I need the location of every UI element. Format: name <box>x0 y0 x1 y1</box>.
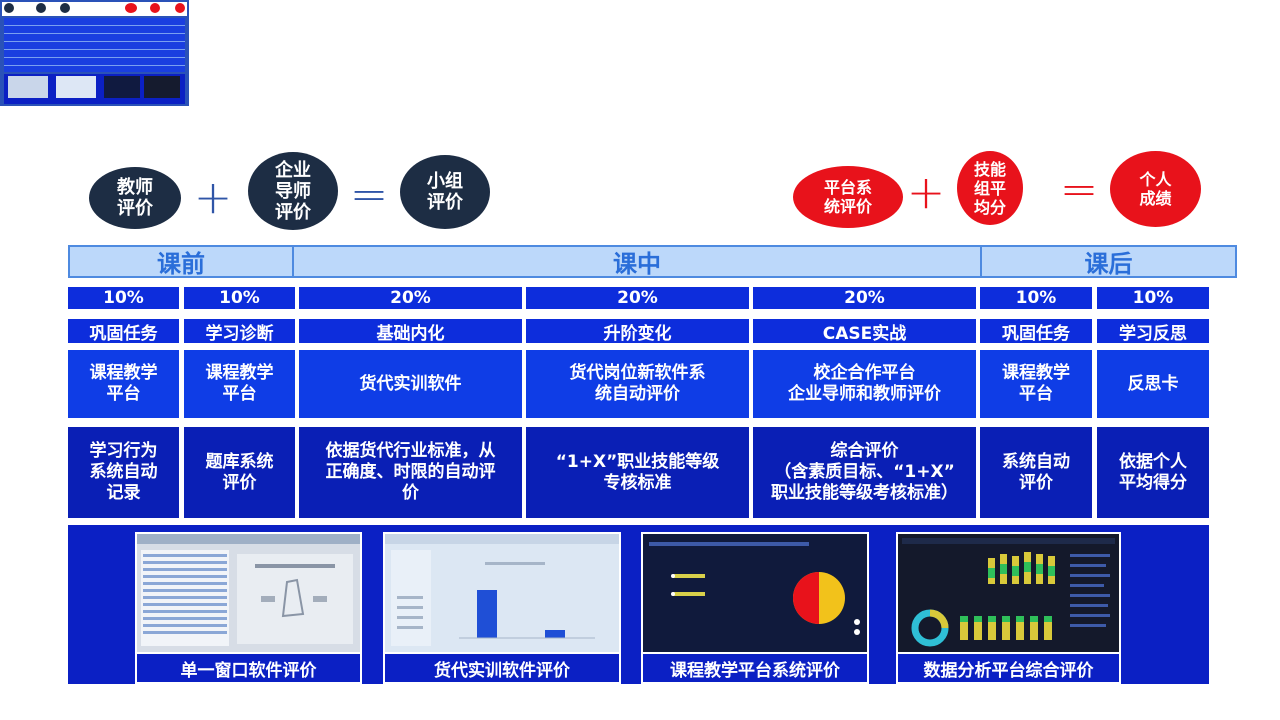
slide-thumbnail <box>0 0 189 106</box>
data-analysis-platform-screenshot <box>896 532 1121 654</box>
group-evaluation-circle: 小组 评价 <box>400 155 490 229</box>
platform-cell: 反思卡 <box>1097 350 1209 418</box>
plus-sign-red: + <box>906 165 946 219</box>
task-cell: CASE实战 <box>753 319 976 344</box>
data-analysis-platform-label: 数据分析平台综合评价 <box>896 654 1121 684</box>
single-window-software-screenshot <box>135 532 362 654</box>
weight-cell: 10% <box>980 287 1092 309</box>
platform-evaluation-circle: 平台系 统评价 <box>793 166 903 228</box>
method-cell: 题库系统 评价 <box>184 427 295 518</box>
weight-cell: 20% <box>526 287 749 309</box>
enterprise-mentor-evaluation-circle: 企业 导师 评价 <box>248 152 338 230</box>
weight-cell: 10% <box>1097 287 1209 309</box>
task-cell: 升阶变化 <box>526 319 749 344</box>
freight-training-software-screenshot <box>383 532 621 654</box>
platform-cell: 课程教学 平台 <box>68 350 179 418</box>
equals-sign: = <box>349 167 389 221</box>
task-cell: 基础内化 <box>299 319 522 344</box>
weight-cell: 20% <box>753 287 976 309</box>
course-platform-screenshot <box>641 532 869 654</box>
freight-training-software-label: 货代实训软件评价 <box>383 654 621 684</box>
phase-in-class: 课中 <box>292 245 982 278</box>
course-platform-label: 课程教学平台系统评价 <box>641 654 869 684</box>
teacher-evaluation-circle: 教师 评价 <box>89 167 181 229</box>
phase-after-class: 课后 <box>980 245 1237 278</box>
plus-sign: + <box>193 170 233 224</box>
phase-before-class: 课前 <box>68 245 294 278</box>
task-cell: 巩固任务 <box>980 319 1092 344</box>
task-cell: 巩固任务 <box>68 319 179 344</box>
skill-group-average-circle: 技能 组平 均分 <box>957 151 1023 225</box>
weight-cell: 10% <box>68 287 179 309</box>
method-cell: 学习行为 系统自动 记录 <box>68 427 179 518</box>
platform-cell: 货代实训软件 <box>299 350 522 418</box>
task-cell: 学习诊断 <box>184 319 295 344</box>
method-cell: 综合评价 （含素质目标、“1+X” 职业技能等级考核标准） <box>753 427 976 518</box>
equals-sign-red: = <box>1059 162 1099 216</box>
weight-cell: 10% <box>184 287 295 309</box>
platform-cell: 货代岗位新软件系 统自动评价 <box>526 350 749 418</box>
weight-cell: 20% <box>299 287 522 309</box>
single-window-software-label: 单一窗口软件评价 <box>135 654 362 684</box>
method-cell: 依据货代行业标准，从 正确度、时限的自动评 价 <box>299 427 522 518</box>
personal-score-circle: 个人 成绩 <box>1110 151 1201 227</box>
platform-cell: 课程教学 平台 <box>184 350 295 418</box>
platform-cell: 校企合作平台 企业导师和教师评价 <box>753 350 976 418</box>
method-cell: “1+X”职业技能等级 专核标准 <box>526 427 749 518</box>
method-cell: 系统自动 评价 <box>980 427 1092 518</box>
platform-cell: 课程教学 平台 <box>980 350 1092 418</box>
task-cell: 学习反思 <box>1097 319 1209 344</box>
method-cell: 依据个人 平均得分 <box>1097 427 1209 518</box>
